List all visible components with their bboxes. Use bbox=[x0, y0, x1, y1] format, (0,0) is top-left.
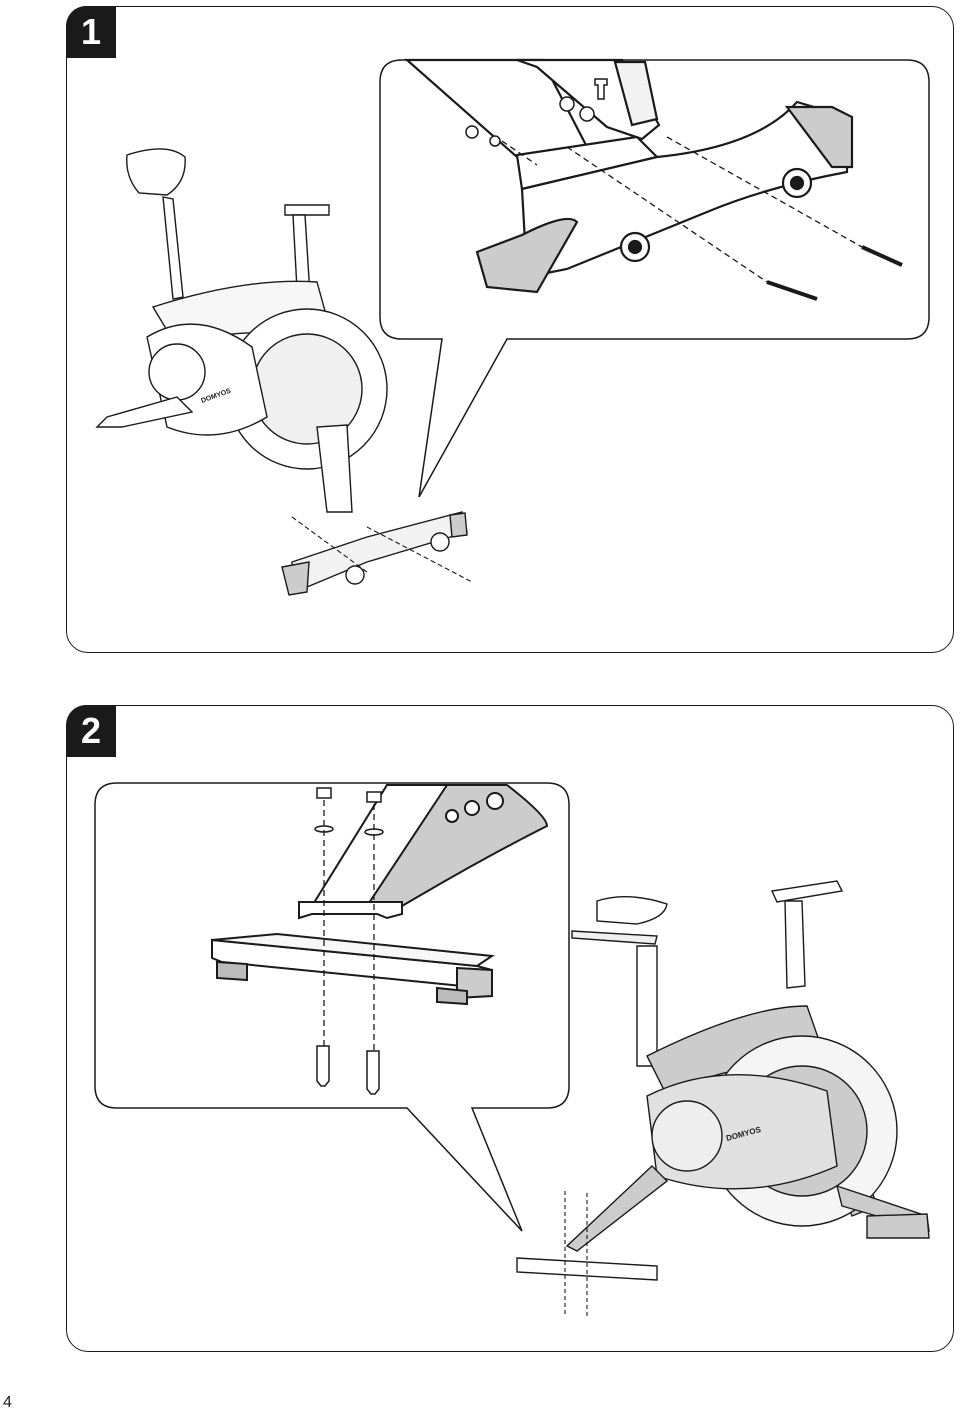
zoom-front-stabilizer bbox=[475, 100, 854, 294]
step-2-number: 2 bbox=[80, 710, 102, 751]
step-1-number: 1 bbox=[80, 11, 102, 52]
bolt-icon bbox=[861, 245, 903, 267]
crank bbox=[651, 1100, 723, 1172]
saddle bbox=[596, 895, 668, 925]
step-1-panel: 1 bbox=[66, 6, 954, 653]
nut-icon bbox=[559, 96, 575, 112]
rear-stabilizer-icon bbox=[211, 932, 495, 1006]
front-leg bbox=[316, 424, 353, 513]
zoom-frame-legs bbox=[404, 58, 661, 159]
step-2-panel: 2 bbox=[66, 705, 954, 1352]
handlebar bbox=[284, 204, 330, 216]
exercise-bike-icon bbox=[516, 880, 930, 1281]
page-number: 4 bbox=[3, 1394, 12, 1411]
saddle bbox=[126, 148, 186, 196]
exercise-bike-icon bbox=[95, 148, 468, 596]
step-2-badge: 2 bbox=[66, 705, 116, 757]
nut-icon bbox=[316, 787, 332, 799]
nut-icon bbox=[366, 791, 382, 803]
rear-leg bbox=[565, 1165, 669, 1252]
step-2-callout-bubble bbox=[94, 782, 570, 1232]
seat-post bbox=[636, 945, 658, 1067]
seat-post bbox=[162, 196, 184, 300]
step-2-illustration: DOMYOS bbox=[94, 782, 930, 1318]
washer-icon bbox=[489, 135, 501, 147]
handlebar bbox=[770, 880, 844, 903]
rear-stabilizer-icon bbox=[516, 1257, 658, 1281]
seat-rail bbox=[571, 930, 658, 945]
crank bbox=[148, 343, 206, 401]
nut-icon bbox=[465, 125, 479, 139]
bolt-icon bbox=[766, 280, 818, 301]
nut-icon bbox=[579, 106, 595, 122]
zoom-rear-frame bbox=[298, 784, 549, 920]
bolt-icon bbox=[316, 1045, 330, 1087]
step-1-illustration: DOMYOS bbox=[95, 58, 930, 596]
handlebar-post bbox=[784, 900, 806, 989]
step-1-badge: 1 bbox=[66, 6, 116, 58]
rear-leg bbox=[95, 396, 194, 428]
bolt-icon bbox=[594, 78, 608, 100]
zoom-hardware bbox=[465, 78, 903, 301]
bolt-icon bbox=[366, 1050, 380, 1095]
